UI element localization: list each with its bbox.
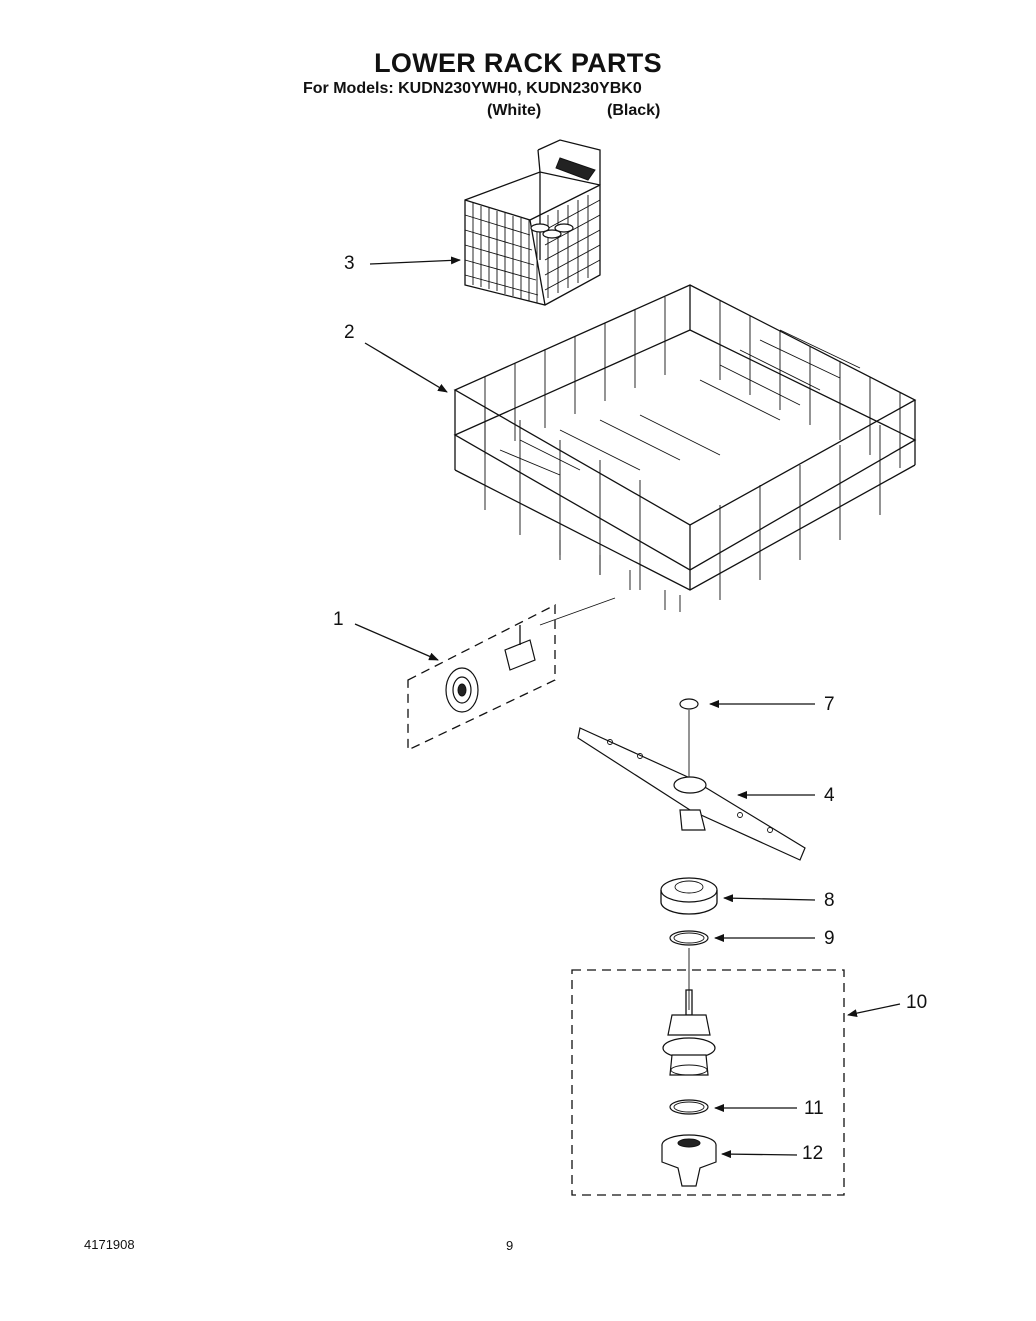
spray-arm-part xyxy=(577,727,806,861)
callout-4: 4 xyxy=(824,785,835,806)
variant-white-label: (White) xyxy=(487,102,542,119)
variant-black-label: (Black) xyxy=(607,102,661,119)
spray-arm-cap-part xyxy=(679,698,699,710)
page-title: LOWER RACK PARTS xyxy=(374,48,662,78)
callout-11: 11 xyxy=(804,1098,824,1119)
callout-10: 10 xyxy=(906,992,928,1013)
hub-base-part xyxy=(661,1134,717,1187)
callout-1: 1 xyxy=(333,609,344,630)
callout-8: 8 xyxy=(824,890,835,911)
lower-rack-part xyxy=(453,284,917,612)
callout-7: 7 xyxy=(824,694,835,715)
bearing-ring-part xyxy=(660,877,718,915)
o-ring-part xyxy=(669,930,709,946)
hub-o-ring-part xyxy=(669,1099,709,1115)
model-numbers: For Models: KUDN230YWH0, KUDN230YBK0 xyxy=(303,80,642,97)
callout-2: 2 xyxy=(344,322,355,343)
hub-assembly-part xyxy=(662,989,716,1076)
rack-roller-part xyxy=(407,597,616,752)
leader-lines xyxy=(354,256,901,1159)
document-number: 4171908 xyxy=(84,1237,135,1252)
callout-12: 12 xyxy=(802,1143,824,1164)
page-number: 9 xyxy=(506,1238,514,1253)
callout-3: 3 xyxy=(344,253,355,274)
silverware-basket-part xyxy=(464,139,601,306)
callout-9: 9 xyxy=(824,928,835,949)
hub-assembly-box xyxy=(571,969,845,1196)
